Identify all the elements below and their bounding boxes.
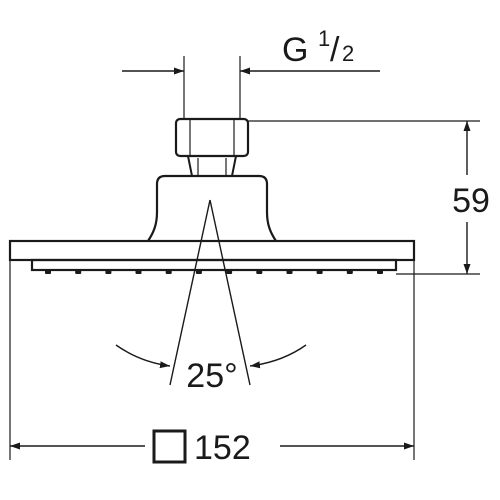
nozzle (45, 270, 51, 274)
nozzle (286, 270, 293, 274)
svg-text:/: / (330, 31, 340, 69)
nozzles (45, 270, 383, 274)
width-value: 152 (194, 429, 251, 467)
nozzle (135, 270, 142, 274)
thread-denominator: 2 (342, 41, 354, 66)
nozzle (316, 270, 323, 274)
spray-angle-annotation: 25° (115, 199, 307, 395)
nozzle (377, 270, 383, 274)
height-value: 59 (452, 182, 490, 220)
thread-letter: G (282, 31, 308, 69)
nozzle (165, 270, 172, 274)
svg-text:2: 2 (342, 41, 354, 66)
square-symbol-icon (152, 429, 187, 464)
head-plate (8, 239, 416, 262)
nozzle (346, 270, 353, 274)
thread-numerator: 1 (318, 26, 330, 51)
ball-joint (187, 155, 237, 177)
nozzle (226, 270, 233, 274)
nozzle (105, 270, 112, 274)
nozzle-plate (30, 258, 398, 272)
svg-text:G: G (282, 31, 308, 69)
connector-nut (174, 117, 250, 158)
shower-head (8, 117, 416, 274)
svg-text:1: 1 (318, 26, 330, 51)
nozzle (195, 270, 202, 274)
nozzle (75, 270, 82, 274)
dome-housing (147, 174, 277, 242)
width-dimension: 152 (9, 260, 415, 467)
nozzle (256, 270, 263, 274)
spray-angle-label: 25° (186, 357, 237, 395)
thread-dimension: G 1 / 2 (122, 26, 380, 119)
height-dimension: 59 (248, 120, 490, 275)
